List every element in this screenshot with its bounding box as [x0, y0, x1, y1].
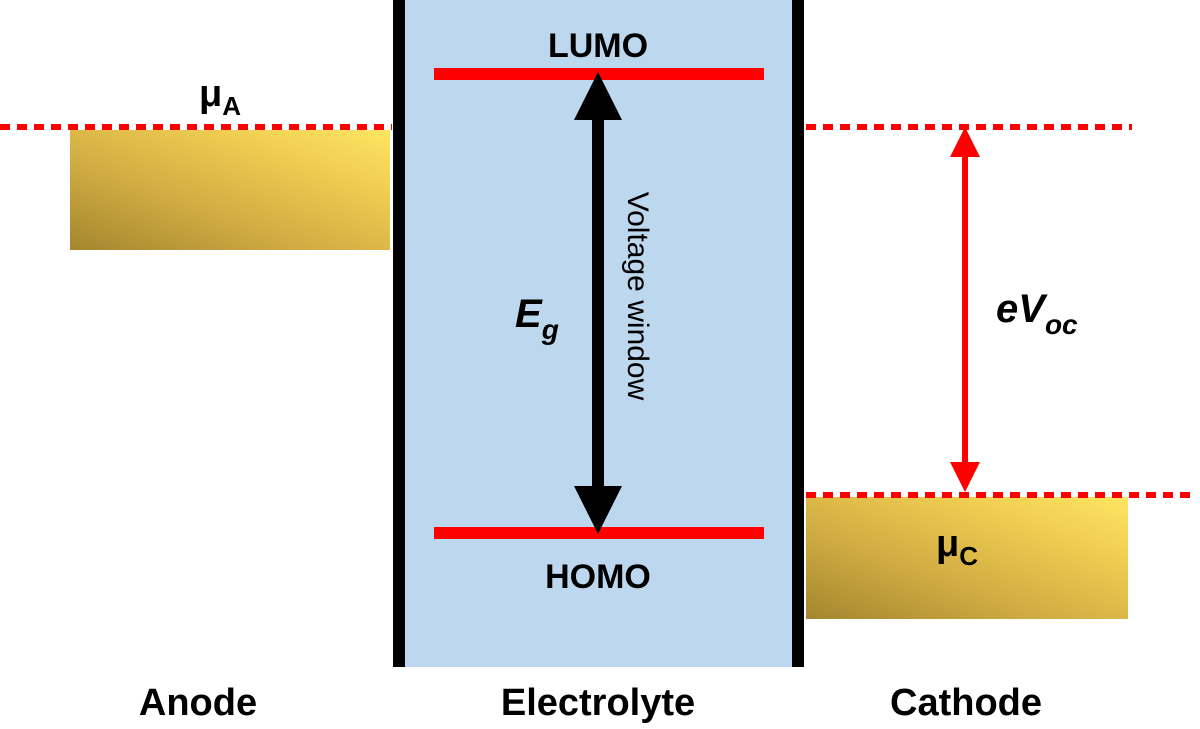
- mu-c-symbol: μ: [936, 523, 959, 565]
- mu-c-subscript: C: [959, 541, 978, 571]
- eg-main: E: [515, 292, 543, 336]
- cathode-block: [806, 497, 1128, 619]
- eg-subscript: g: [541, 314, 559, 345]
- mu-a-subscript: A: [222, 91, 241, 121]
- electrolyte-label: Electrolyte: [501, 682, 695, 724]
- anode-electrolyte-wall: [393, 0, 405, 667]
- homo-label: HOMO: [545, 558, 651, 596]
- mu-a-symbol: μ: [199, 73, 222, 115]
- evoc-subscript: oc: [1045, 309, 1078, 340]
- mu-a-label: μA: [199, 73, 241, 121]
- anode-label: Anode: [139, 682, 257, 724]
- evoc-label: eVoc: [996, 287, 1078, 340]
- lumo-label: LUMO: [548, 27, 648, 65]
- voltage-window-label: Voltage window: [621, 192, 654, 401]
- mu-c-label: μC: [936, 523, 978, 571]
- anode-block: [70, 130, 390, 250]
- cathode-electrolyte-wall: [792, 0, 804, 667]
- evoc-main: eV: [996, 287, 1048, 331]
- lumo-level: [434, 68, 764, 80]
- cathode-label: Cathode: [890, 682, 1042, 724]
- homo-level: [434, 527, 764, 539]
- eg-label: Eg: [515, 292, 559, 345]
